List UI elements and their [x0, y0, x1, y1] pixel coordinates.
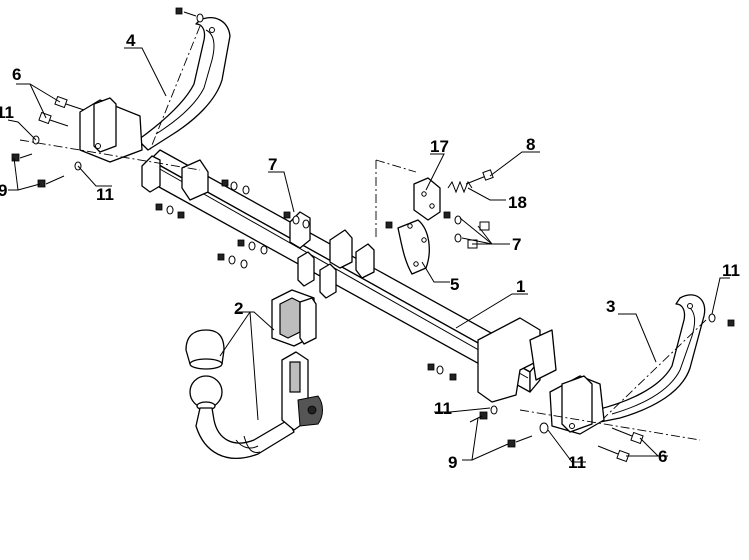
- callout-5: 5: [450, 275, 459, 294]
- callout-3: 3: [606, 297, 615, 316]
- bolt-icon: [11, 153, 33, 162]
- bolt-icon: [54, 95, 85, 111]
- bolt-part-8: [465, 169, 494, 185]
- bolt-icon: [597, 445, 630, 463]
- leader-lines: [7, 47, 730, 463]
- callout-11-right-bottom: 11: [568, 453, 586, 472]
- callout-11-left-top: 11: [0, 103, 14, 122]
- callout-labels: 4 6 11 9 11 7 17 8 18 7 5 1 2 3 11 11 9 …: [0, 31, 740, 472]
- callout-8: 8: [526, 135, 535, 154]
- callout-11-right-top: 11: [722, 261, 740, 280]
- left-bracket-part-4: [79, 17, 231, 163]
- callout-7-right: 7: [512, 235, 521, 254]
- bolt-icon: [469, 411, 488, 423]
- nut-icon: [427, 363, 457, 381]
- bolt-icon: [611, 427, 644, 445]
- callout-11-left-bottom: 11: [96, 185, 114, 204]
- bolt-icon: [175, 7, 204, 23]
- right-bracket-part-3: [549, 294, 706, 435]
- washer-icon: [539, 422, 549, 434]
- axis-lines: [19, 25, 707, 441]
- bolt-icon: [37, 175, 65, 188]
- spring-part-18: [447, 180, 473, 194]
- callout-6-right: 6: [658, 447, 667, 466]
- bolt-icon: [507, 435, 533, 448]
- callout-2: 2: [234, 299, 243, 318]
- bolt-icon: [283, 211, 310, 229]
- bolt-icon: [217, 239, 268, 269]
- hardware-set: [11, 7, 735, 463]
- callout-9-right: 9: [448, 453, 457, 472]
- callout-4: 4: [126, 31, 136, 50]
- nut-icon: [727, 319, 735, 327]
- callout-7-center: 7: [268, 155, 277, 174]
- washer-icon: [708, 313, 716, 323]
- socket-bracket-part-17: [413, 177, 441, 221]
- towball-part-2: [185, 289, 323, 459]
- nut-icon: [155, 203, 185, 219]
- washer-icon: [490, 405, 498, 415]
- bolt-icon: [38, 111, 69, 127]
- nut-icon: [221, 179, 250, 195]
- callout-6-left: 6: [12, 65, 21, 84]
- socket-plate-part-5: [397, 219, 430, 275]
- callout-1: 1: [516, 277, 525, 296]
- callout-18: 18: [508, 193, 527, 212]
- callout-17: 17: [430, 137, 449, 156]
- crossbar-part-1: [141, 149, 557, 403]
- callout-9-left: 9: [0, 181, 7, 200]
- callout-11-right-mid: 11: [434, 399, 452, 418]
